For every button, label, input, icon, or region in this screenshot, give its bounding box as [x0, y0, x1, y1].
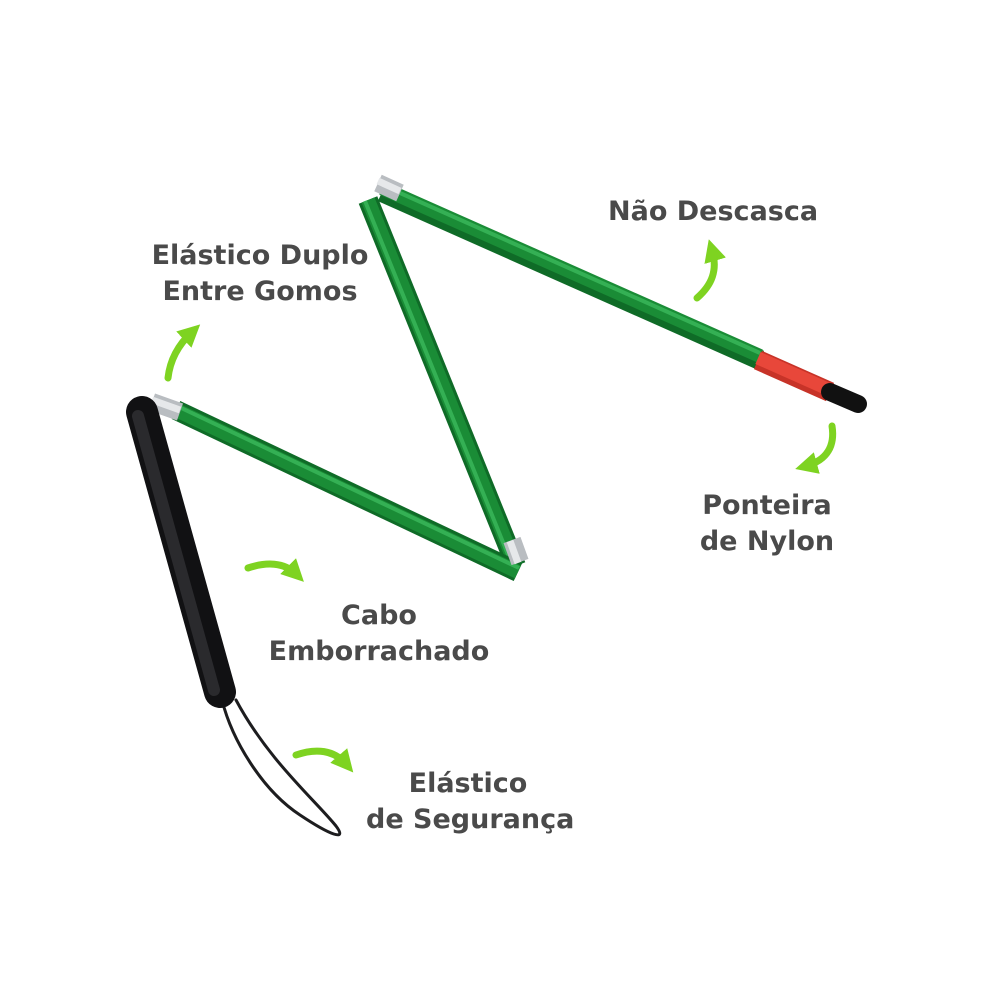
cane-segment-3: [377, 181, 765, 370]
cane-joint-handle: [148, 393, 184, 421]
rubber-handle: [126, 396, 236, 708]
curved-arrow-icon: [693, 239, 726, 302]
curved-arrow-icon: [292, 747, 354, 773]
label-elastico-duplo-line2: Entre Gomos: [162, 276, 358, 307]
label-elastico-duplo: Elástico Duplo Entre Gomos: [148, 238, 372, 310]
label-elastico-duplo-line1: Elástico Duplo: [151, 240, 369, 271]
label-elastico-seguranca-line1: Elástico: [408, 768, 528, 799]
curved-arrow-icon: [164, 324, 201, 382]
label-cabo: Cabo Emborrachado: [266, 598, 492, 670]
label-elastico-seguranca-line2: de Segurança: [366, 804, 575, 835]
label-nao-descasca: Não Descasca: [608, 194, 818, 230]
cane-segment-1: [171, 400, 523, 582]
cane-joint-top: [374, 174, 404, 202]
curved-arrow-icon: [795, 422, 837, 474]
label-ponteira: Ponteira de Nylon: [682, 488, 852, 560]
nylon-tip: [753, 350, 867, 413]
label-ponteira-line1: Ponteira: [702, 490, 832, 521]
curved-arrow-icon: [244, 558, 304, 582]
safety-elastic-loop: [220, 698, 342, 837]
label-cabo-line1: Cabo: [341, 600, 417, 631]
label-cabo-line2: Emborrachado: [268, 636, 490, 667]
label-nao-descasca-line1: Não Descasca: [608, 196, 819, 227]
label-elastico-seguranca: Elástico de Segurança: [366, 766, 575, 838]
cane-joint-bottom: [503, 536, 529, 566]
label-ponteira-line2: de Nylon: [699, 526, 835, 557]
cane-segment-2: [358, 196, 526, 570]
